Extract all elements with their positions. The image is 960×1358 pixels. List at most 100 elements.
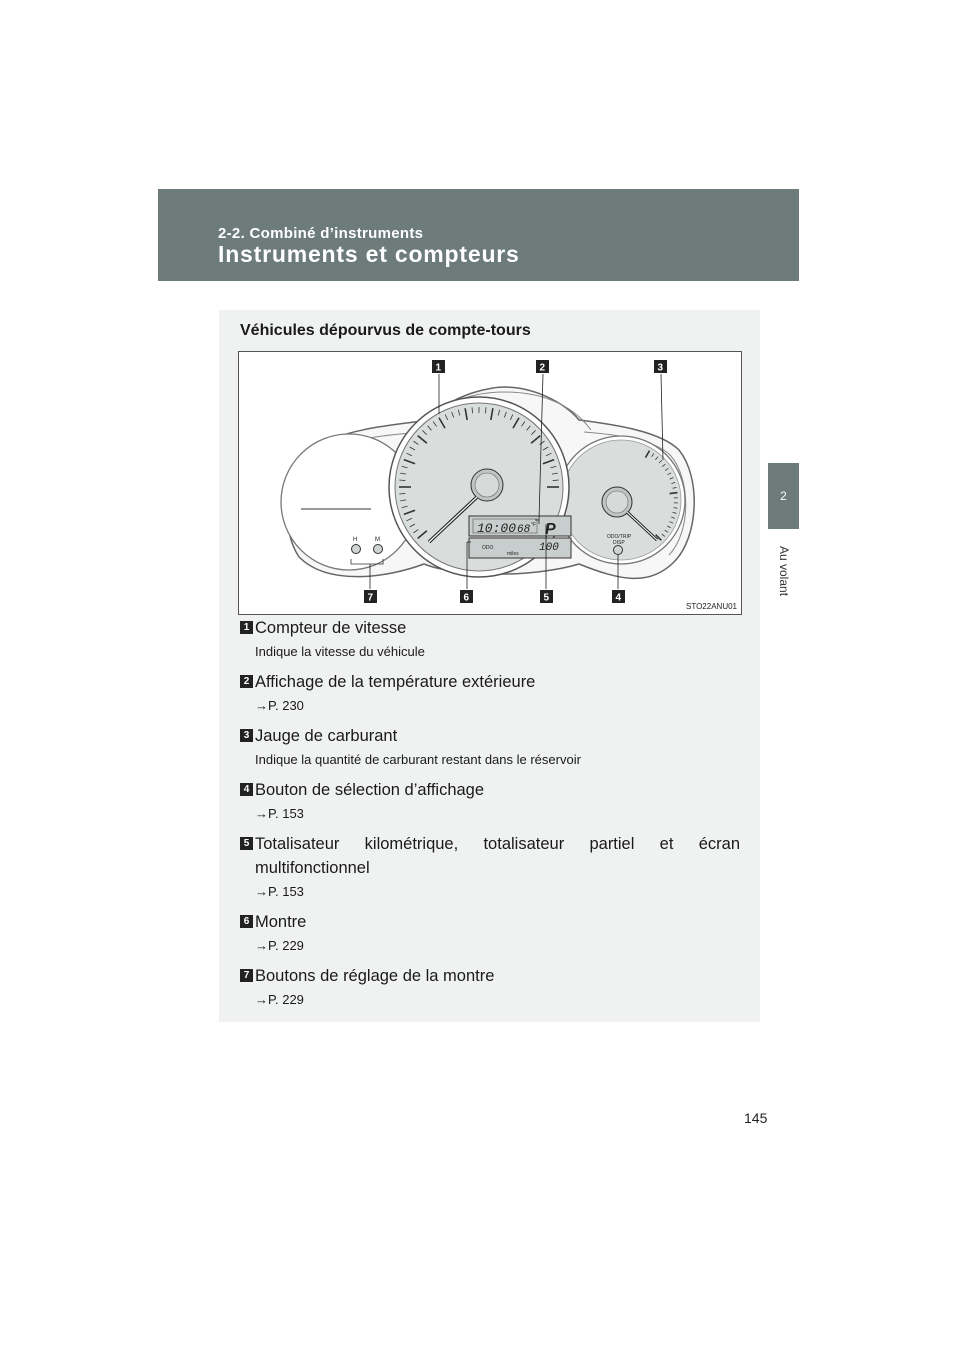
legend-item: 7 Boutons de réglage de la montre →P. 22…	[240, 964, 740, 1012]
gauge-tick	[413, 440, 419, 445]
page-reference: →P. 153	[255, 806, 304, 821]
gauge-tick	[413, 529, 419, 534]
callout-1: 1	[436, 363, 442, 374]
lcd-unit: miles	[507, 551, 519, 557]
button-label-odo-trip: ODO/TRIP	[607, 534, 632, 540]
legend-badge: 3	[240, 729, 253, 742]
legend-title: Boutons de réglage de la montre	[255, 967, 495, 985]
gauge-tick	[531, 430, 536, 435]
page-reference: →P. 229	[255, 938, 304, 953]
gauge-tick	[503, 411, 507, 418]
gauge-tick	[427, 425, 432, 431]
gauge-tick	[509, 414, 514, 421]
legend-title: Totalisateur kilométrique, totalisateur …	[255, 835, 740, 853]
legend-item: 4 Bouton de sélection d’affichage →P. 15…	[240, 778, 740, 826]
content-panel: Véhicules dépourvus de compte-tours H M	[219, 310, 760, 1022]
clock-button-h-label: H	[353, 537, 357, 543]
gauge-tick	[673, 507, 678, 509]
lcd-temperature: 68	[517, 524, 531, 536]
lcd-odo-label: ODO	[482, 545, 494, 551]
legend-title-continued: multifonctionnel	[255, 859, 370, 877]
gauge-tick	[471, 407, 473, 414]
lcd-odo-value: 100	[539, 542, 559, 554]
gauge-tick	[655, 534, 662, 541]
legend-title: Compteur de vitesse	[255, 619, 407, 637]
section-header: 2-2. Combiné d’instruments Instruments e…	[158, 189, 799, 281]
callout-legend: 1 Compteur de vitesse Indique la vitesse…	[240, 616, 740, 1018]
gauge-tick	[409, 523, 416, 528]
gauge-tick	[669, 491, 678, 495]
gauge-tick	[671, 482, 676, 485]
page-number: 145	[744, 1110, 768, 1126]
gauge-tick	[672, 487, 677, 489]
legend-title: Affichage de la température extérieure	[255, 673, 536, 691]
gauge-tick	[403, 509, 416, 516]
gauge-tick	[667, 472, 672, 476]
gauge-tick	[406, 452, 413, 457]
gauge-tick	[406, 517, 413, 522]
legend-badge: 4	[240, 783, 253, 796]
gauge-tick	[669, 477, 674, 480]
gauge-tick	[664, 529, 669, 533]
chapter-tab: 2	[768, 463, 799, 529]
instrument-cluster-illustration: H M ODO/TRIP DISP 10:00	[280, 360, 695, 604]
figure-code: STO22ANU01	[686, 602, 737, 611]
gauge-tick	[550, 465, 557, 469]
legend-item: 6 Montre →P. 229	[240, 910, 740, 958]
legend-title: Montre	[255, 913, 307, 931]
gauge-tick	[512, 417, 520, 429]
gauge-tick	[403, 458, 416, 465]
gauge-tick	[661, 463, 666, 467]
callout-7: 7	[368, 593, 374, 604]
gauge-tick	[661, 533, 666, 537]
gauge-tick	[658, 459, 663, 464]
gauge-tick	[417, 530, 428, 540]
gauge-tick	[671, 516, 676, 519]
gauge-tick	[551, 472, 558, 475]
gauge-tick	[497, 409, 501, 416]
callout-5: 5	[544, 593, 550, 604]
legend-item: 5 Totalisateur kilométrique, totalisateu…	[240, 832, 740, 904]
gauge-tick	[400, 499, 407, 502]
gauge-tick	[545, 452, 552, 457]
page-reference: →P. 229	[255, 992, 304, 1007]
legend-badge: 6	[240, 915, 253, 928]
gauge-tick	[552, 479, 559, 481]
gauge-tick	[464, 408, 468, 421]
legend-description: Indique la quantité de carburant restant…	[255, 752, 581, 767]
legend-item: 3 Jauge de carburant Indique la quantité…	[240, 724, 740, 772]
legend-description: Indique la vitesse du véhicule	[255, 644, 425, 659]
legend-badge: 7	[240, 969, 253, 982]
gauge-tick	[444, 414, 449, 421]
legend-badge: 1	[240, 621, 253, 634]
gauge-tick	[542, 458, 555, 465]
lcd-clock: 10:00	[477, 521, 516, 536]
gauge-tick	[651, 453, 655, 457]
legend-item: 2 Affichage de la température extérieure…	[240, 670, 740, 718]
chapter-label: Au volant	[777, 546, 791, 597]
gauge-tick	[490, 408, 494, 421]
gauge-tick	[539, 440, 545, 445]
gauge-tick	[485, 407, 487, 414]
gauge-tick	[401, 465, 408, 469]
page-title: Instruments et compteurs	[218, 241, 520, 267]
gauge-tick	[422, 430, 427, 435]
gauge-tick	[664, 467, 669, 471]
gauge-tick	[432, 421, 437, 427]
gauge-tick	[401, 505, 408, 509]
gauge-tick	[672, 511, 677, 514]
lcd-gear: P	[545, 521, 556, 538]
legend-title: Jauge de carburant	[255, 727, 398, 745]
legend-badge: 2	[240, 675, 253, 688]
legend-item: 1 Compteur de vitesse Indique la vitesse…	[240, 616, 740, 664]
gauge-tick	[526, 425, 531, 431]
gauge-tick	[457, 409, 461, 416]
section-title: Véhicules dépourvus de compte-tours	[240, 322, 531, 339]
gauge-tick	[530, 434, 541, 444]
gauge-tick	[669, 521, 674, 524]
gauge-tick	[542, 446, 549, 451]
section-subtitle: 2-2. Combiné d’instruments	[218, 225, 424, 242]
callout-4: 4	[616, 593, 622, 604]
gauge-tick	[417, 434, 428, 444]
gauge-tick	[451, 411, 455, 418]
